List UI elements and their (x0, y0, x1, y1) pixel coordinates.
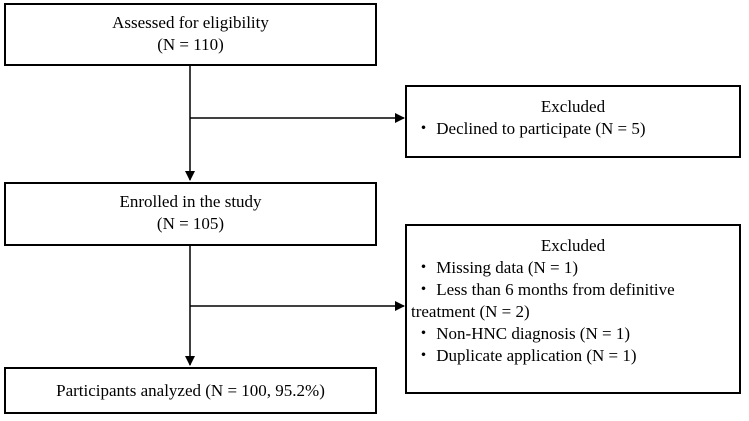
excluded-2-item-less-than-6-months: ・ Less than 6 months from definitive (415, 280, 675, 299)
assessed-box: Assessed for eligibility (N = 110) (4, 3, 377, 66)
excluded-2-item-duplicate: ・ Duplicate application (N = 1) (415, 346, 637, 365)
excluded-2-item-missing: ・ Missing data (N = 1) (415, 258, 579, 277)
enrolled-title: Enrolled in the study (119, 192, 262, 211)
excluded-2-item-less-than-6-months-cont: treatment (N = 2) (411, 302, 530, 321)
analyzed-box: Participants analyzed (N = 100, 95.2%) (4, 367, 377, 414)
assessed-count: (N = 110) (157, 35, 224, 54)
excluded-2-title: Excluded (540, 236, 606, 255)
excluded-1-item: ・ Declined to participate (N = 5) (415, 119, 646, 138)
excluded-1-title: Excluded (540, 97, 606, 116)
excluded-2-item-non-hnc: ・ Non-HNC diagnosis (N = 1) (415, 324, 630, 343)
enrolled-box: Enrolled in the study (N = 105) (4, 182, 377, 246)
enrolled-count: (N = 105) (156, 214, 225, 233)
assessed-title: Assessed for eligibility (112, 13, 269, 32)
excluded-box-1: Excluded ・ Declined to participate (N = … (405, 85, 741, 158)
excluded-box-2: Excluded ・ Missing data (N = 1) ・ Less t… (405, 224, 741, 394)
analyzed-title: Participants analyzed (N = 100, 95.2%) (56, 381, 325, 400)
